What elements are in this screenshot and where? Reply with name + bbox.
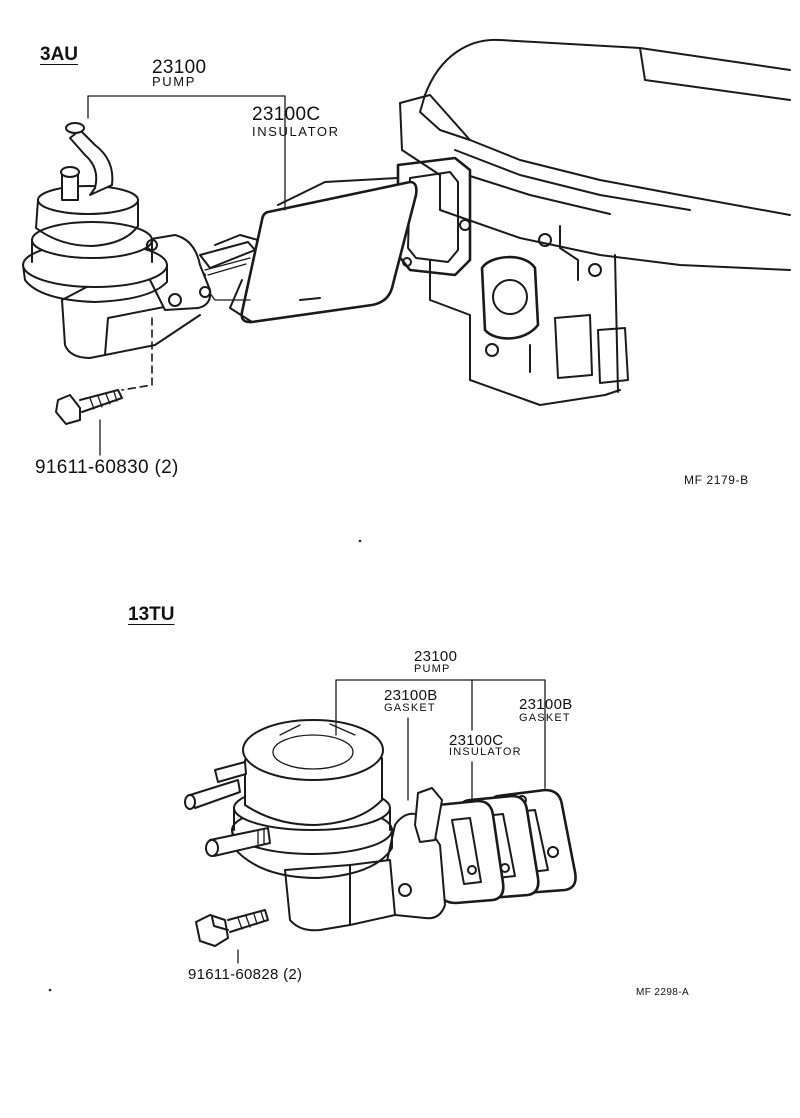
fuel-pump-13tu <box>184 719 446 932</box>
engine-block-3au <box>396 38 791 406</box>
model-label-13tu: 13TU <box>128 604 175 625</box>
insulator-name-13tu: INSULATOR <box>449 746 522 758</box>
reference-code-3au: MF 2179-B <box>684 473 749 487</box>
leaders-3au <box>87 95 286 456</box>
pump-part-number-13tu: 23100 <box>414 648 458 665</box>
insulator-part-number-3au: 23100C <box>252 104 321 125</box>
model-label-3au: 3AU <box>40 44 79 65</box>
insulator-part-number-13tu: 23100C <box>449 732 504 749</box>
scan-speck <box>48 988 52 992</box>
insulator-name-3au: INSULATOR <box>252 124 340 139</box>
gasket-inner-name-13tu: GASKET <box>384 702 436 714</box>
gasket-outer-name-13tu: GASKET <box>519 712 571 724</box>
scan-speck <box>358 539 362 543</box>
bolt-part-number-13tu: 91611-60828 (2) <box>188 966 303 983</box>
gaskets-13tu <box>425 788 577 905</box>
pump-name-13tu: PUMP <box>414 663 451 675</box>
pump-name-3au: PUMP <box>152 74 196 89</box>
leaders-13tu <box>237 679 546 964</box>
fuel-pump-3au <box>22 122 259 359</box>
bolt-13tu <box>195 909 269 947</box>
bolt-3au <box>55 389 123 425</box>
insulator-3au <box>229 177 418 324</box>
bolt-part-number-3au: 91611-60830 (2) <box>35 457 179 478</box>
reference-code-13tu: MF 2298-A <box>636 987 690 998</box>
gasket-outer-part-number-13tu: 23100B <box>519 696 573 713</box>
gasket-inner-part-number-13tu: 23100B <box>384 687 438 704</box>
bolt-guide-3au <box>121 317 153 391</box>
pump-part-number-3au: 23100 <box>152 57 207 78</box>
